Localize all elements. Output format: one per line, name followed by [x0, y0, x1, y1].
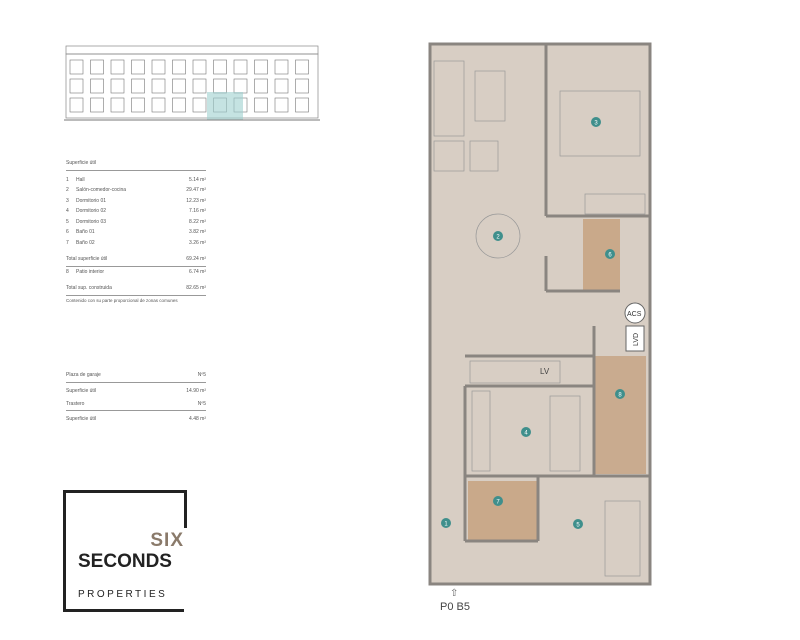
storage-area-label: Superficie útil: [66, 416, 97, 422]
patio: [594, 356, 646, 474]
room-name: Dormitorio 01: [76, 197, 107, 204]
room-row: 1 Hall 5.14 m²: [66, 175, 206, 186]
room-name: Dormitorio 02: [76, 208, 107, 215]
acs-label: ACS: [627, 311, 642, 318]
room-row: 4 Dormitorio 02 7.16 m²: [66, 206, 206, 217]
room-marker: [441, 518, 451, 528]
room-number: 3: [66, 197, 69, 204]
storage-value: Nº5: [197, 400, 206, 407]
logo-line3: PROPERTIES: [78, 589, 168, 600]
room-number: 2: [66, 187, 69, 194]
room-number: 6: [66, 229, 69, 236]
unit-label: P0 B5: [440, 601, 470, 613]
lvd-label: LVD: [633, 333, 640, 346]
garage-area-label: Superficie útil: [66, 387, 97, 394]
room-marker-number: 5: [576, 523, 580, 529]
room-number: 1: [66, 176, 69, 183]
room-number: 5: [66, 218, 69, 225]
garage-label: Plaza de garaje: [66, 372, 101, 379]
garage-area: 14.90 m²: [186, 387, 206, 394]
room-name: Hall: [76, 176, 85, 183]
entrance-arrow-icon: ⇧: [450, 588, 458, 599]
room-marker: [521, 427, 531, 437]
room-area: 3.82 m²: [189, 229, 206, 236]
garage-value: Nº5: [197, 372, 206, 379]
room-marker: [493, 496, 503, 506]
patio-number: 8: [66, 268, 69, 275]
room-marker: [605, 249, 615, 259]
logo-line2: SECONDS: [78, 551, 172, 572]
surface-table: Superficie útil 1 Hall 5.14 m² 2 Salón-comed…: [66, 158, 206, 306]
room-area: 5.14 m²: [189, 176, 206, 183]
room-marker-number: 8: [618, 393, 622, 399]
room-area: 3.26 m²: [189, 239, 206, 246]
built-label: Total sup. construida: [66, 285, 112, 292]
built-value: 82.65 m²: [186, 285, 206, 292]
room-marker-number: 4: [524, 431, 528, 437]
room-marker-number: 1: [444, 522, 448, 528]
storage-label: Trastero: [66, 400, 85, 407]
room-name: Baño 01: [76, 229, 95, 236]
room-number: 7: [66, 239, 69, 246]
surface-note: Contenido con su parte proporcional de z…: [66, 298, 178, 304]
storage-area: 4.48 m²: [189, 416, 206, 422]
six-seconds-logo: SIX SECONDS PROPERTIES: [63, 490, 187, 612]
room-name: Dormitorio 03: [76, 218, 107, 225]
lv-label: LV: [540, 367, 550, 376]
room-marker-number: 7: [496, 500, 500, 506]
room-marker: [615, 389, 625, 399]
room-row: 3 Dormitorio 01 12.23 m²: [66, 196, 206, 207]
room-name: Baño 02: [76, 239, 95, 246]
room-row: 7 Baño 02 3.26 m²: [66, 238, 206, 249]
room-row: 2 Salón-comedor-cocina 29.47 m²: [66, 185, 206, 196]
room-marker: [493, 231, 503, 241]
room-marker-number: 6: [608, 253, 612, 259]
room-area: 29.47 m²: [186, 187, 206, 194]
room-area: 12.23 m²: [186, 197, 206, 204]
total-value: 69.24 m²: [186, 256, 206, 263]
room-number: 4: [66, 208, 69, 215]
room-row: 6 Baño 01 3.82 m²: [66, 227, 206, 238]
surface-title: Superficie útil: [66, 160, 97, 167]
room-name: Salón-comedor-cocina: [76, 187, 127, 194]
building-elevation: [64, 45, 320, 121]
room-marker: [591, 117, 601, 127]
logo-line1: SIX: [150, 530, 184, 551]
floor-plan: LV ACS LVD 1 2 3 4 5 6 7 8 P0 B5 ⇧: [428, 42, 652, 613]
bathroom-02: [468, 481, 538, 541]
room-area: 8.22 m²: [189, 218, 206, 225]
room-marker: [573, 519, 583, 529]
unit-highlight: [207, 92, 243, 120]
patio-area: 6.74 m²: [189, 268, 206, 275]
total-label: Total superficie útil: [66, 256, 108, 263]
patio-name: Patio interior: [76, 268, 105, 275]
room-marker-number: 2: [496, 235, 500, 241]
room-row: 5 Dormitorio 03 8.22 m²: [66, 217, 206, 228]
room-area: 7.16 m²: [189, 208, 206, 215]
room-marker-number: 3: [594, 121, 598, 127]
